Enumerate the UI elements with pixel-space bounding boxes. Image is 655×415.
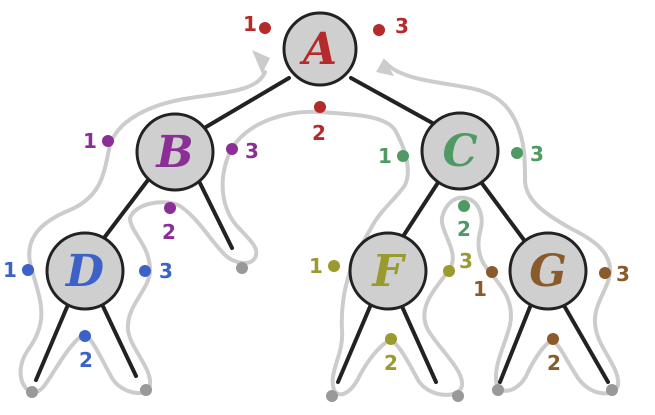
step-dot-A-1 <box>259 22 271 34</box>
steps-G: 1 2 3 <box>473 262 630 375</box>
step-label-C-2: 2 <box>457 217 471 241</box>
step-dot-F-2 <box>385 333 397 345</box>
step-dot-B-1 <box>102 135 114 147</box>
node-C: C <box>420 111 500 191</box>
node-G-label: G <box>529 246 567 297</box>
node-D-circle <box>45 231 125 311</box>
step-label-G-3: 3 <box>616 262 630 286</box>
steps-F: 1 2 3 <box>309 249 473 375</box>
leaf-dot <box>452 390 464 402</box>
edge-G-leaf-right <box>560 300 610 384</box>
step-dot-B-3 <box>226 143 238 155</box>
step-dot-F-1 <box>328 260 340 272</box>
node-C-label: C <box>442 126 477 177</box>
step-label-G-1: 1 <box>473 277 487 301</box>
step-label-A-1: 1 <box>243 12 257 36</box>
node-G: G <box>508 231 588 311</box>
step-dot-C-3 <box>511 147 523 159</box>
step-label-G-2: 2 <box>547 351 561 375</box>
step-dot-C-2 <box>458 200 470 212</box>
step-label-D-3: 3 <box>159 259 173 283</box>
step-dot-D-3 <box>139 265 151 277</box>
steps-B: 1 2 3 <box>83 129 259 244</box>
leaf-dot <box>492 384 504 396</box>
step-dot-G-2 <box>547 333 559 345</box>
step-label-C-3: 3 <box>530 142 544 166</box>
steps-A: 1 2 3 <box>243 12 409 145</box>
leaf-dot <box>326 390 338 402</box>
step-label-D-2: 2 <box>79 348 93 372</box>
step-label-C-1: 1 <box>378 144 392 168</box>
node-A: A <box>282 11 358 87</box>
node-B-circle <box>135 112 215 192</box>
node-F: F <box>348 231 428 311</box>
edge-C-F <box>400 176 443 240</box>
step-label-A-3: 3 <box>395 14 409 38</box>
tour-arrowhead-right <box>376 58 394 76</box>
leaf-dot <box>140 384 152 396</box>
edge-B-D <box>102 178 150 240</box>
step-label-A-2: 2 <box>312 121 326 145</box>
edge-C-G <box>476 176 526 242</box>
edge-G-leaf-left <box>498 300 534 384</box>
leaf-dot <box>606 384 618 396</box>
node-A-circle <box>282 11 358 87</box>
step-dot-D-2 <box>79 330 91 342</box>
leaf-dot <box>236 262 248 274</box>
step-label-B-3: 3 <box>245 139 259 163</box>
step-dot-F-3 <box>443 265 455 277</box>
leaf-dot <box>26 386 38 398</box>
step-label-B-1: 1 <box>83 129 97 153</box>
tree-edges <box>34 76 610 384</box>
node-G-circle <box>508 231 588 311</box>
steps-D: 1 2 3 <box>3 258 173 372</box>
edge-D-leaf-right <box>98 298 138 378</box>
step-dot-C-1 <box>397 150 409 162</box>
step-label-B-2: 2 <box>162 220 176 244</box>
step-label-F-2: 2 <box>384 351 398 375</box>
step-dot-G-1 <box>486 266 498 278</box>
node-F-circle <box>348 231 428 311</box>
step-dot-D-1 <box>22 264 34 276</box>
step-dot-A-2 <box>314 101 326 113</box>
node-B-label: B <box>154 127 193 178</box>
edge-A-B <box>204 76 291 129</box>
node-D-label: D <box>64 246 104 297</box>
edge-D-leaf-left <box>34 298 72 382</box>
node-A-label: A <box>299 24 337 75</box>
edge-F-leaf-left <box>336 300 374 384</box>
edge-F-leaf-right <box>398 300 438 384</box>
step-label-F-3: 3 <box>459 249 473 273</box>
edge-A-C <box>349 76 438 127</box>
node-C-circle <box>420 111 500 191</box>
node-D: D <box>45 231 125 311</box>
step-label-D-1: 1 <box>3 258 17 282</box>
step-dot-B-2 <box>164 202 176 214</box>
tour-segment-left <box>18 60 621 397</box>
euler-tour-path <box>18 50 621 397</box>
edge-B-leaf <box>194 173 234 250</box>
step-dot-A-3 <box>373 24 385 36</box>
node-B: B <box>135 112 215 192</box>
tour-arrowhead-left <box>252 50 270 74</box>
node-F-label: F <box>370 246 406 297</box>
leaf-dots <box>26 262 618 402</box>
steps-C: 1 2 3 <box>378 142 544 241</box>
step-label-F-1: 1 <box>309 254 323 278</box>
step-dot-G-3 <box>599 267 611 279</box>
